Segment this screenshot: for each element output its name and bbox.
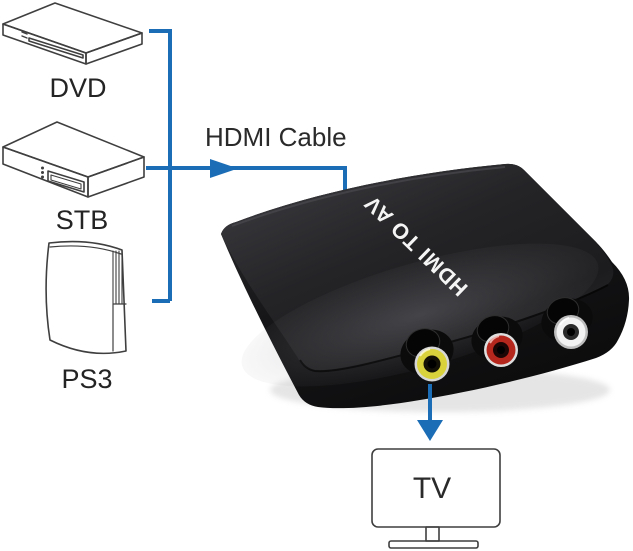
dvd-top-face (2, 2, 143, 54)
audio-right-jack-highlight (489, 335, 500, 344)
ps3-drawing (45, 240, 127, 355)
converter-box-photo: HDMI TO AV (221, 163, 630, 412)
tv-stand-base (388, 540, 479, 549)
composite-video-jack-hole (427, 359, 437, 369)
ps3-side-ridges (112, 250, 123, 305)
converter-top-edge-highlight (231, 166, 506, 227)
audio-right-jack-hole (497, 346, 505, 354)
ps3-label: PS3 (61, 364, 112, 394)
ps3-body (45, 240, 127, 355)
dvd-front-left-face (2, 23, 87, 65)
output-arrow (417, 384, 443, 441)
tv-stand-neck (425, 526, 440, 542)
hdmi-cable-label: HDMI Cable (205, 122, 347, 152)
dvd-disc-slot (28, 37, 84, 59)
dvd-label: DVD (49, 73, 106, 103)
composite-video-jack-highlight (419, 348, 431, 357)
ps3-side-panel (112, 303, 127, 352)
stb-front-right-face (87, 156, 145, 198)
dvd-front-detail (21, 31, 28, 39)
stb-front-dots (41, 166, 44, 179)
hdmi-cable-arrowhead (210, 159, 238, 178)
tv-label: TV (413, 472, 451, 505)
audio-left-jack-highlight (559, 317, 570, 326)
ps3-top-edge-line (49, 245, 122, 255)
cable-trunk-line (149, 29, 172, 303)
stb-drawing (2, 121, 145, 198)
stb-top-face (2, 121, 145, 178)
converter-top-sheen (241, 243, 599, 387)
stb-label: STB (56, 205, 109, 235)
audio-left-jack (541, 297, 593, 349)
dvd-front-right-face (85, 32, 143, 65)
dvd-player-drawing (2, 2, 143, 65)
audio-right-jack (471, 315, 523, 367)
stb-display-inner (50, 174, 82, 190)
stb-display (47, 170, 85, 193)
composite-video-jack (400, 328, 454, 382)
tv-drawing (371, 448, 501, 549)
output-arrowhead (417, 420, 443, 441)
audio-left-jack-hole (567, 328, 575, 336)
